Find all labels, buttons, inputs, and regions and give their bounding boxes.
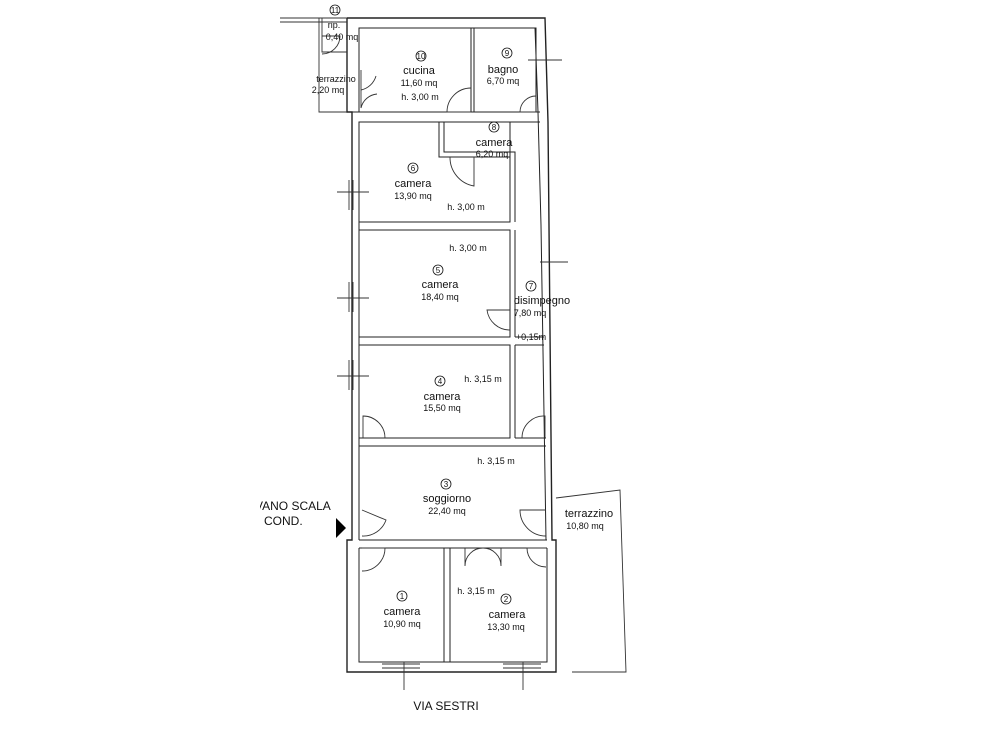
- room-7-area: 7,80 mq: [514, 308, 547, 318]
- room-8-name: camera: [476, 137, 514, 149]
- room-8-area: 6,20 mq: [476, 149, 509, 159]
- room-9-name: bagno: [488, 64, 519, 76]
- room-6-name: camera: [395, 178, 433, 190]
- room-5-name: camera: [422, 279, 460, 291]
- terrace-north-area: 2,20 mq: [312, 85, 345, 95]
- room-6-height: h. 3,00 m: [447, 202, 485, 212]
- room-6-number: 6: [411, 164, 416, 173]
- room-3-area: 22,40 mq: [428, 506, 466, 516]
- room-5-height: h. 3,00 m: [449, 243, 487, 253]
- room-4-height: h. 3,15 m: [464, 374, 502, 384]
- room-3-height: h. 3,15 m: [477, 456, 515, 466]
- room-2-name: camera: [489, 609, 527, 621]
- room-9-number: 9: [505, 49, 510, 58]
- room-2-number: 2: [504, 595, 509, 604]
- doors: [321, 35, 547, 572]
- room-4-area: 15,50 mq: [423, 403, 461, 413]
- room-5-number: 5: [436, 266, 441, 275]
- room-1-area: 10,90 mq: [383, 619, 421, 629]
- room-2-area: 13,30 mq: [487, 622, 525, 632]
- room-11-number: 11: [331, 6, 340, 15]
- partitions: [352, 27, 547, 662]
- terrace-east-name: terrazzino: [565, 508, 613, 520]
- terrace-north-outline: [318, 17, 347, 113]
- room-5-area: 18,40 mq: [421, 292, 459, 302]
- terrace-east-outline: [555, 489, 627, 673]
- room-10-area: 11,60 mq: [401, 78, 438, 88]
- room-1-name: camera: [384, 606, 422, 618]
- terrace-north-name: terrazzino: [316, 74, 356, 84]
- room-4-number: 4: [438, 377, 443, 386]
- terrace-east-area: 10,80 mq: [566, 521, 604, 531]
- room-11-name: rip.: [328, 20, 341, 30]
- room-7-level: +0,15m: [516, 332, 546, 342]
- crop-mask: [246, 496, 260, 530]
- room-3-number: 3: [444, 480, 449, 489]
- entrance-arrow-icon: [336, 518, 346, 538]
- street-label: VIA SESTRI: [413, 699, 478, 713]
- room-9-area: 6,70 mq: [487, 76, 520, 86]
- room-6-area: 13,90 mq: [394, 191, 432, 201]
- room-10-name: cucina: [403, 65, 436, 77]
- room-7-name: disimpegno: [514, 295, 570, 307]
- room-3-name: soggiorno: [423, 493, 471, 505]
- stair-label-line2: COND.: [264, 514, 303, 528]
- room-7-number: 7: [529, 282, 534, 291]
- room-11-area: 0,40 mq: [326, 32, 359, 42]
- room-10-number: 10: [417, 52, 426, 61]
- room-number-circles: [329, 4, 537, 605]
- room-1-number: 1: [400, 592, 405, 601]
- room-4-name: camera: [424, 391, 462, 403]
- windows: [337, 59, 568, 690]
- room-8-number: 8: [492, 123, 497, 132]
- room-2-height: h. 3,15 m: [457, 586, 495, 596]
- stair-label-line1: VANO SCALA: [255, 499, 331, 513]
- room-10-height: h. 3,00 m: [401, 92, 439, 102]
